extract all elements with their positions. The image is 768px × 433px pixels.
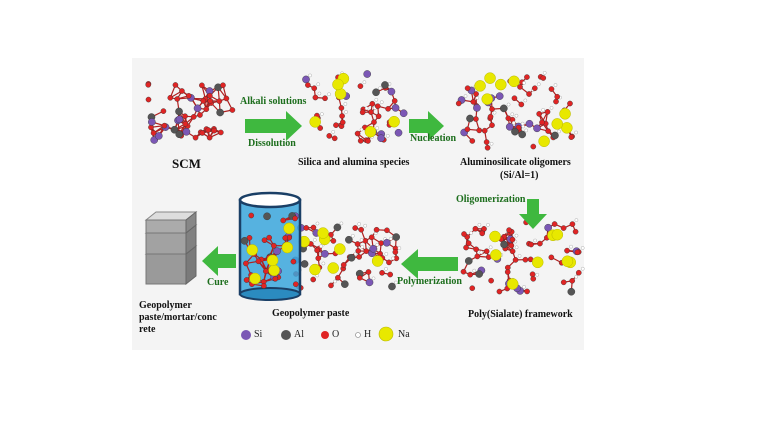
legend-na-label: Na <box>398 329 410 340</box>
legend-na-icon <box>378 326 394 342</box>
polymerization-label: Polymerization <box>397 276 462 287</box>
nucleation-arrow <box>409 111 444 141</box>
product-label-line2: paste/mortar/conc <box>139 312 217 323</box>
legend-o-icon <box>321 331 329 339</box>
polymerization-arrow <box>401 249 458 279</box>
legend-h-icon <box>355 332 361 338</box>
product-label-line3: rete <box>139 324 156 335</box>
legend <box>241 326 394 342</box>
legend-h-label: H <box>364 329 372 340</box>
poly-sialate-framework-cluster <box>460 216 585 296</box>
legend-si-label: Si <box>254 329 263 340</box>
scm-label: SCM <box>172 156 201 171</box>
scm-molecule-cluster <box>145 81 236 144</box>
beaker-icon <box>238 191 302 301</box>
oligomerization-arrow <box>519 199 547 229</box>
oligomerization-label: Oligomerization <box>456 194 526 205</box>
cure-label: Cure <box>207 277 229 288</box>
aluminosilicate-oligomers-cluster <box>455 71 578 151</box>
dissolution-label: Dissolution <box>248 138 296 149</box>
product-label-line1: Geopolymer <box>139 300 192 311</box>
si-al-ratio-label: (Si/Al=1) <box>500 170 539 181</box>
aluminosilicate-oligomers-label: Aluminosilicate oligomers <box>460 157 571 168</box>
silica-alumina-species-label: Silica and alumina species <box>298 157 410 168</box>
dissolution-arrow <box>245 111 302 141</box>
geopolymer-paste-label: Geopolymer paste <box>272 308 350 319</box>
concrete-blocks-icon <box>144 210 198 286</box>
legend-o-label: O <box>332 329 340 340</box>
cure-arrow <box>202 246 236 276</box>
geopolymer-paste-cluster <box>291 221 402 291</box>
legend-si-icon <box>241 330 251 340</box>
poly-sialate-framework-label: Poly(Sialate) framework <box>468 309 573 320</box>
legend-al-icon <box>281 330 291 340</box>
alkali-solutions-label: Alkali solutions <box>240 96 307 107</box>
nucleation-label: Nucleation <box>410 133 457 144</box>
silica-alumina-species-cluster <box>302 70 408 144</box>
legend-al-label: Al <box>294 329 304 340</box>
